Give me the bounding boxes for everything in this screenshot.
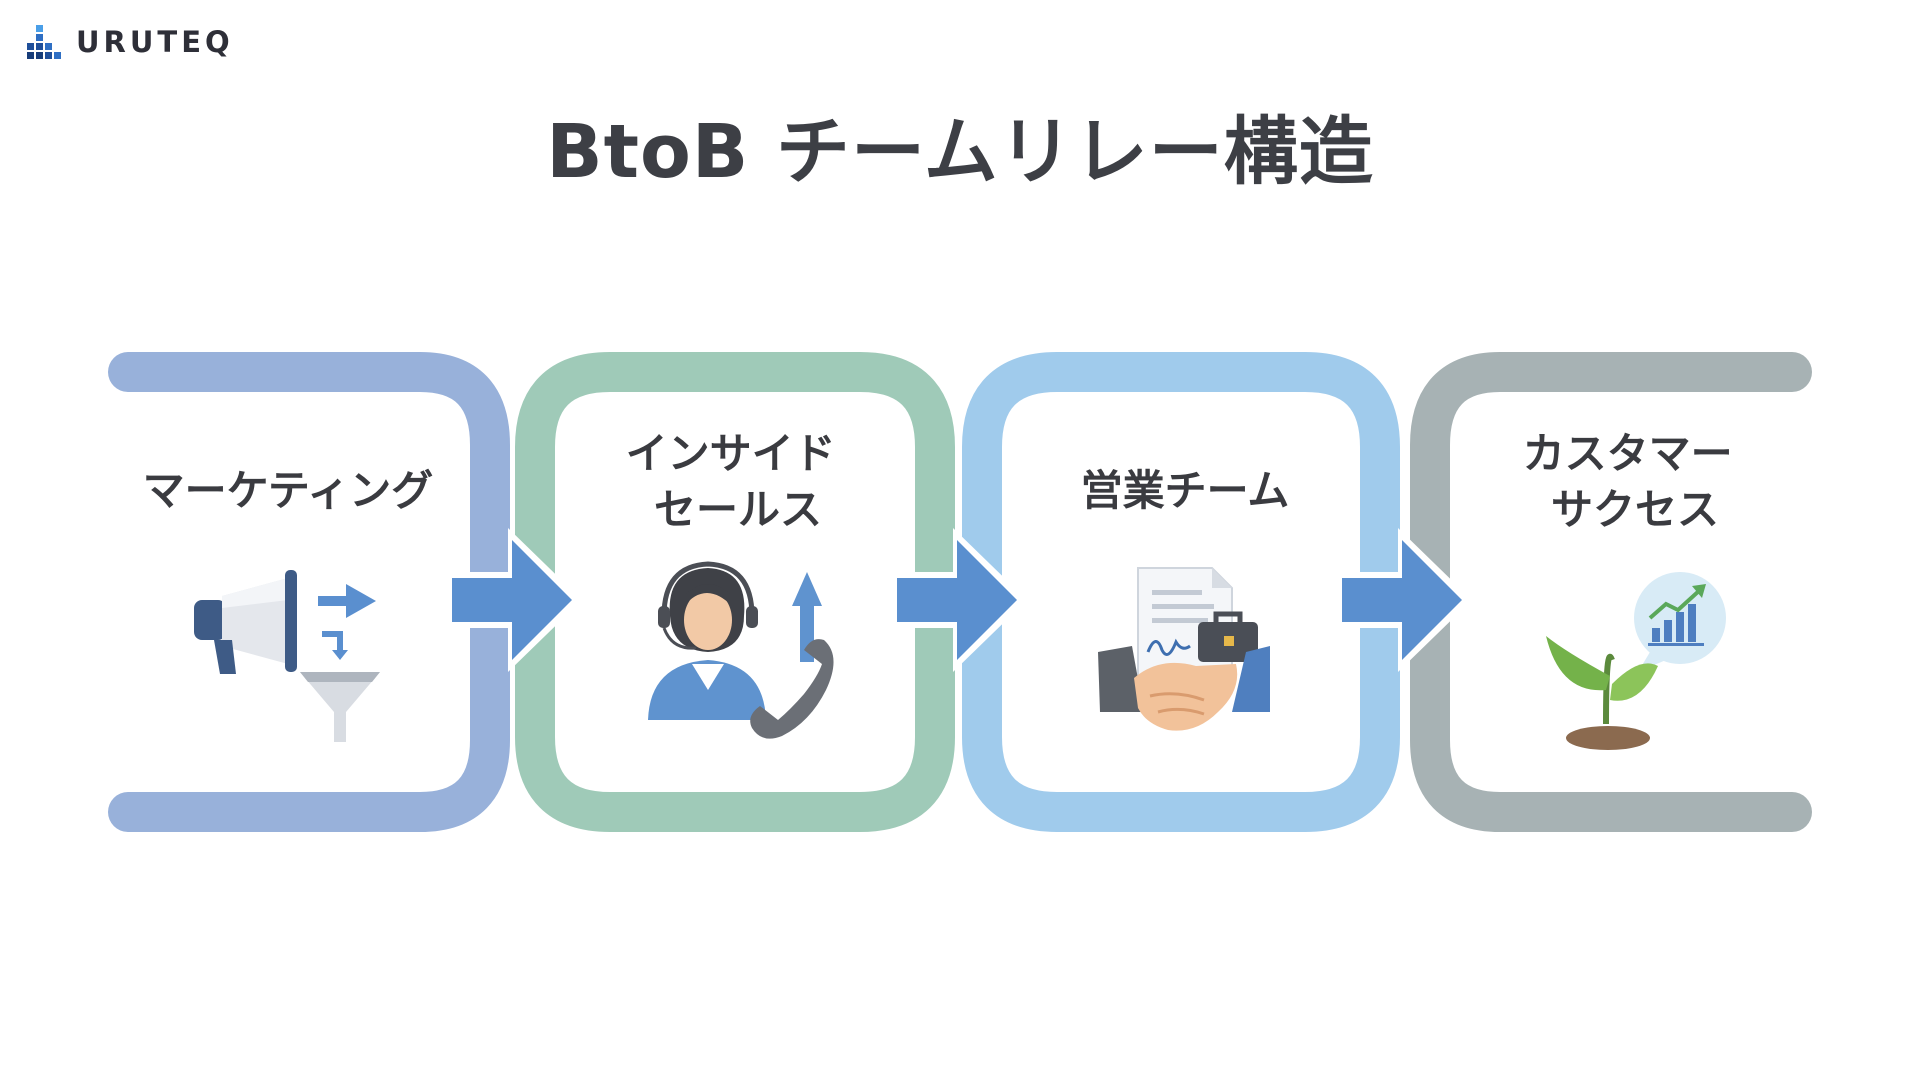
stage-label-sales-team: 営業チーム [1081,466,1290,515]
stage-loop-inside-sales [515,352,955,832]
stage-loop-marketing [108,352,510,832]
brand-logo: URUTEQ [26,22,234,62]
megaphone-funnel-icon [194,570,380,742]
stage-label-customer-success: カスタマー サクセス [1523,429,1748,534]
uruteq-logo-icon [27,25,61,59]
relay-arrow-3 [1342,528,1472,672]
stage-loop-sales-team [962,352,1400,832]
stage-label-inside-sales: インサイド セールス [626,429,851,534]
brand-name: URUTEQ [76,25,234,59]
handshake-contract-icon [1098,567,1270,731]
relay-arrow-1 [452,528,582,672]
page-title: BtoB チームリレー構造 [546,109,1374,195]
headset-operator-icon [648,561,834,739]
relay-arrow-2 [897,528,1027,672]
stage-label-marketing: マーケティング [143,466,434,515]
sprout-growth-icon [1546,572,1726,750]
